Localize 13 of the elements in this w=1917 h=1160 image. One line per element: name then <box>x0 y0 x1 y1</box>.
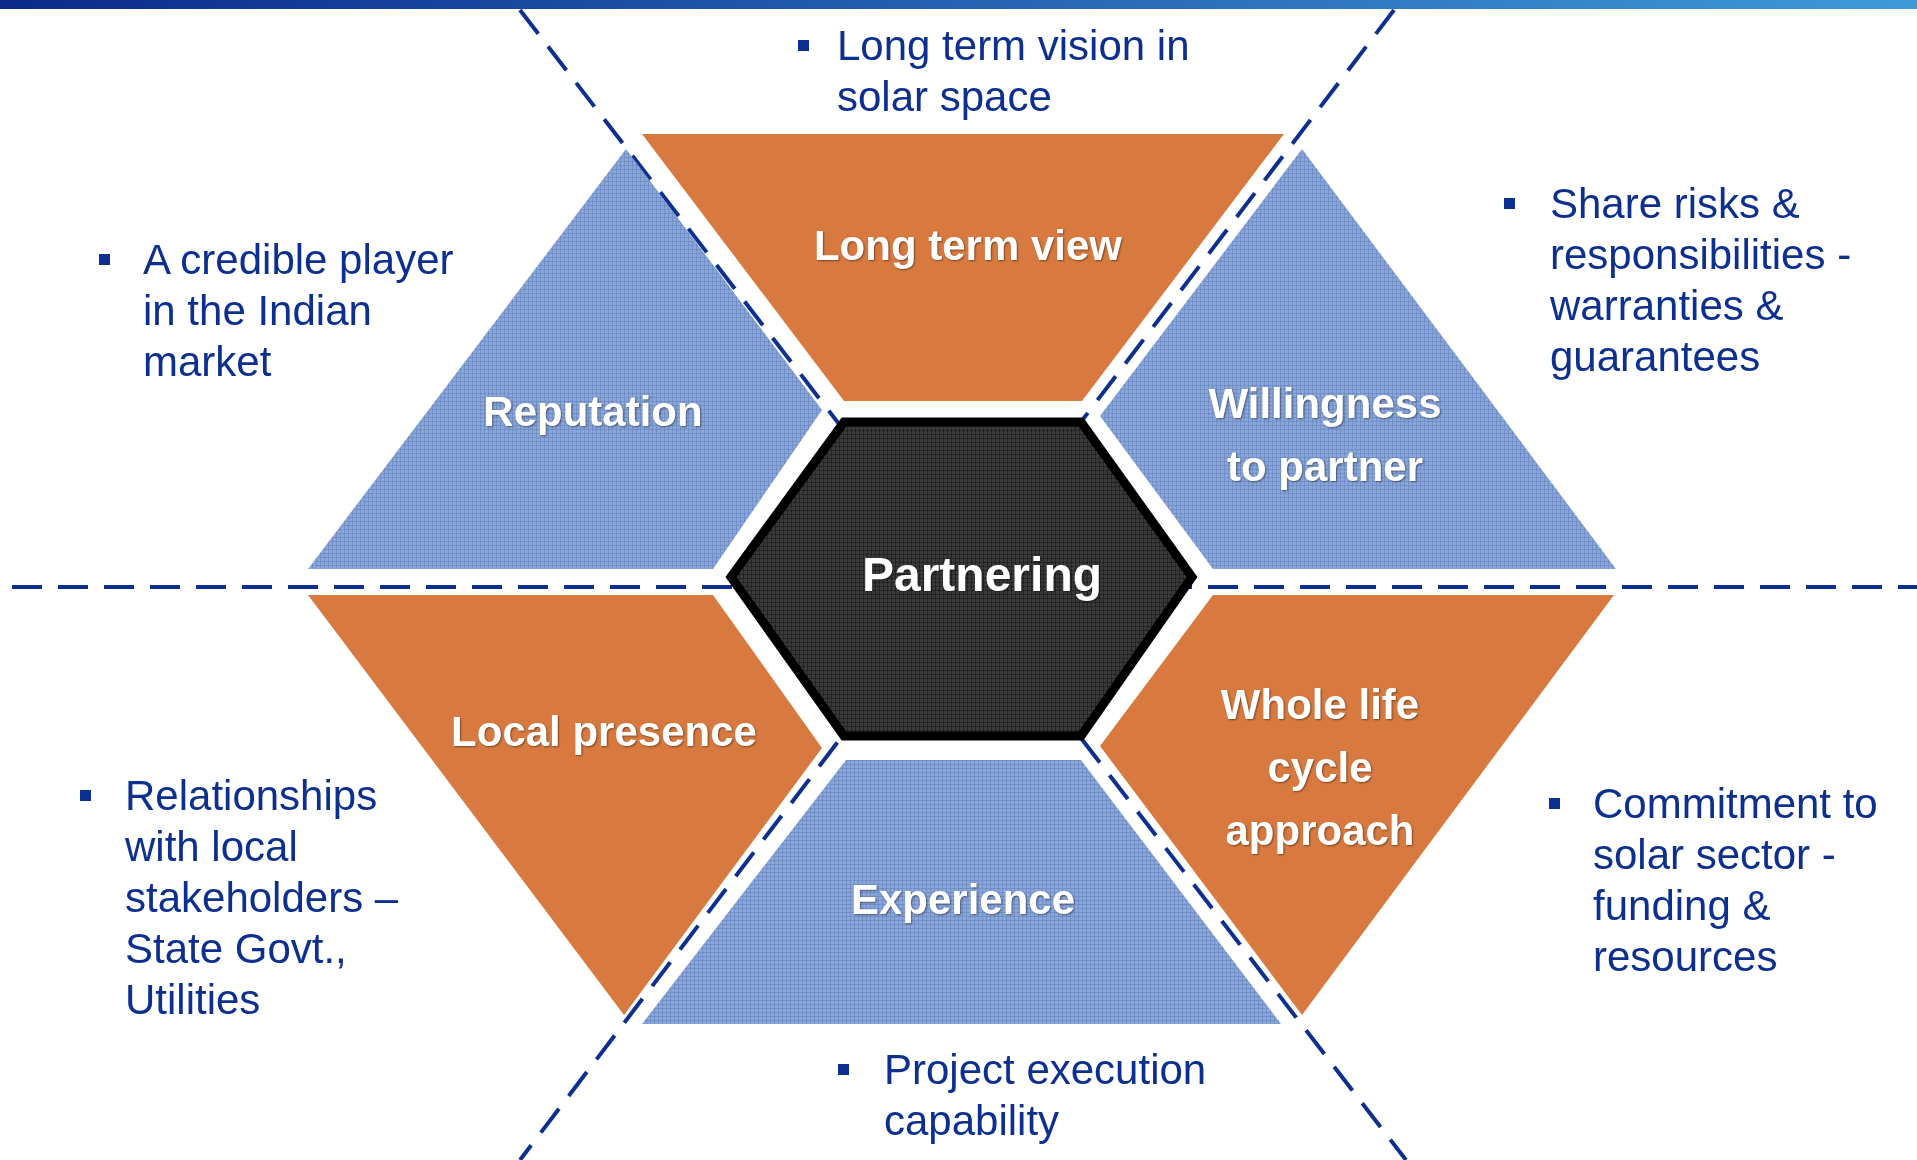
bullet-text: Long term vision in solar space <box>837 21 1191 122</box>
bullet-text: Share risks & responsibilities - warranties & guarantees <box>1550 179 1853 382</box>
segment-label: Whole life cycle approach <box>1219 679 1421 856</box>
segment-label: Reputation <box>482 386 704 437</box>
bullet-text: A credible player in the Indian market <box>143 235 455 387</box>
segment-label: Experience <box>849 874 1077 925</box>
bullet-text: Commitment to solar sector - funding & resources <box>1593 779 1879 982</box>
bullet-text: Relationships with local stakeholders – State Govt., Utilities <box>125 771 400 1025</box>
bullet-text: Project execution capability <box>884 1045 1208 1146</box>
segment-label: Local presence <box>450 706 758 757</box>
segment-label: Willingness to partner <box>1207 379 1443 492</box>
segment-label: Partnering <box>860 547 1103 603</box>
segment-label: Long term view <box>812 220 1124 271</box>
